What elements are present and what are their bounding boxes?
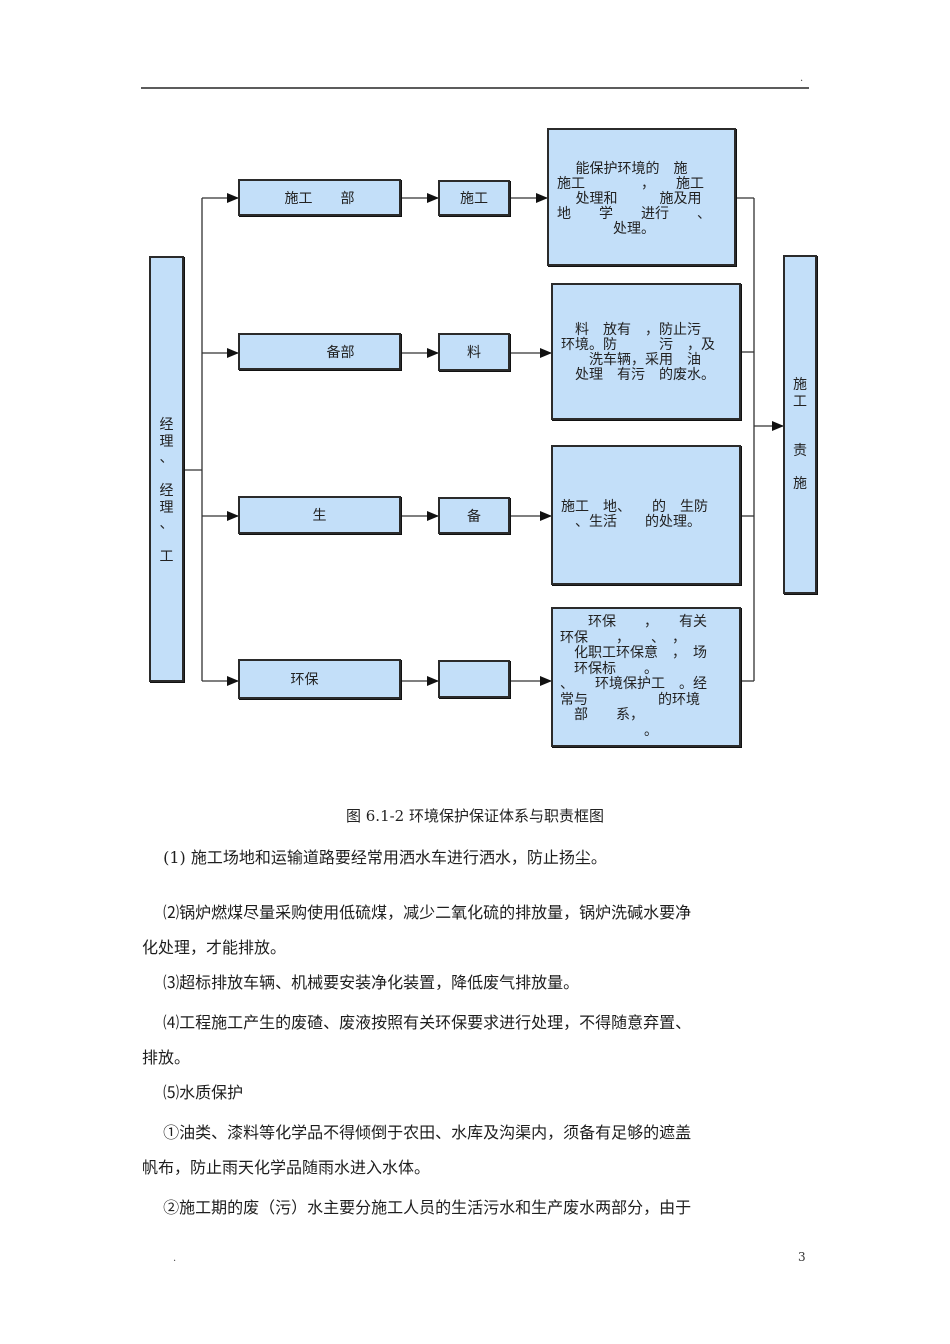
row4-responsibility-text: 环保 ， 有关 环保 ， 、 ， 化职工环保意 ， 场 环保标 。 、 环境保护… (560, 614, 707, 739)
paragraph-line: ⑶超标排放车辆、机械要安装净化装置，降低废气排放量。 (142, 973, 580, 992)
paragraph-line: ②施工期的废（污）水主要分施工人员的生活污水和生产废水两部分，由于 (142, 1198, 692, 1217)
figure-caption: 图 6.1-2 环境保护保证体系与职责框图 (345, 807, 604, 825)
row2-responsibility-text: 料 放有 ，防止污 环境。防 污 ，及 洗车辆，采用 油 处理 有污 的废水。 (561, 322, 715, 383)
row1-responsibility-text: 能保护环境的 施 施工 ， 施工 处理和 施及用 地 学 进行 、 处理。 (557, 161, 711, 237)
row4-task-box (438, 660, 510, 698)
row3-responsibility-box: 施工 地、 的 生防 、生活 的处理。 (551, 445, 741, 585)
paragraph-line: (1) 施工场地和运输道路要经常用洒水车进行洒水，防止扬尘。 (142, 848, 607, 867)
row4-department-box: 环保 (238, 659, 401, 699)
row3-department-box: 生 (238, 496, 401, 534)
paragraph-line: ①油类、漆料等化学品不得倾倒于农田、水库及沟渠内，须备有足够的遮盖 (142, 1123, 692, 1142)
paragraph-line: ⑸水质保护 (142, 1083, 244, 1102)
row3-department-label: 生 (312, 508, 327, 524)
row4-department-label: 环保 (290, 672, 319, 688)
paragraph-line: ⑵锅炉燃煤尽量采购使用低硫煤，减少二氧化硫的排放量，锅炉洗碱水要净 (142, 903, 692, 922)
row2-department-label: 备部 (284, 344, 355, 361)
row3-task-label: 备 (467, 508, 481, 525)
right-box-label: 施 工 责 施 (793, 377, 807, 492)
paragraph-line: 帆布，防止雨天化学品随雨水进入水体。 (142, 1158, 431, 1177)
row3-task-box: 备 (438, 497, 510, 534)
paragraph-line: 化处理，才能排放。 (142, 938, 287, 957)
row2-task-box: 料 (438, 333, 510, 371)
row2-responsibility-box: 料 放有 ，防止污 环境。防 污 ，及 洗车辆，采用 油 处理 有污 的废水。 (551, 283, 741, 420)
row2-task-label: 料 (467, 345, 481, 361)
row3-responsibility-text: 施工 地、 的 生防 、生活 的处理。 (561, 499, 708, 530)
right-responsibility-box: 施 工 责 施 (783, 255, 817, 594)
row2-department-box: 备部 (238, 333, 401, 370)
footer-mark: . (173, 1253, 177, 1264)
page-number: 3 (798, 1250, 806, 1264)
row4-responsibility-box: 环保 ， 有关 环保 ， 、 ， 化职工环保意 ， 场 环保标 。 、 环境保护… (551, 607, 741, 747)
row1-task-box: 施工 (438, 180, 510, 216)
left-box-label: 经 理 、 经 理 、 工 (159, 417, 174, 565)
diagram-connectors (184, 193, 784, 686)
row1-task-label: 施工 (460, 191, 488, 207)
row1-department-label: 施工 部 (284, 190, 355, 207)
row1-responsibility-box: 能保护环境的 施 施工 ， 施工 处理和 施及用 地 学 进行 、 处理。 (547, 128, 736, 266)
row1-department-box: 施工 部 (238, 179, 401, 216)
left-responsibility-box: 经 理 、 经 理 、 工 (149, 256, 184, 682)
paragraph-line: ⑷工程施工产生的废碴、废液按照有关环保要求进行处理，不得随意弃置、 (142, 1013, 692, 1032)
header-rule (141, 87, 809, 89)
header-mark: . (800, 73, 804, 84)
paragraph-line: 排放。 (142, 1048, 191, 1067)
